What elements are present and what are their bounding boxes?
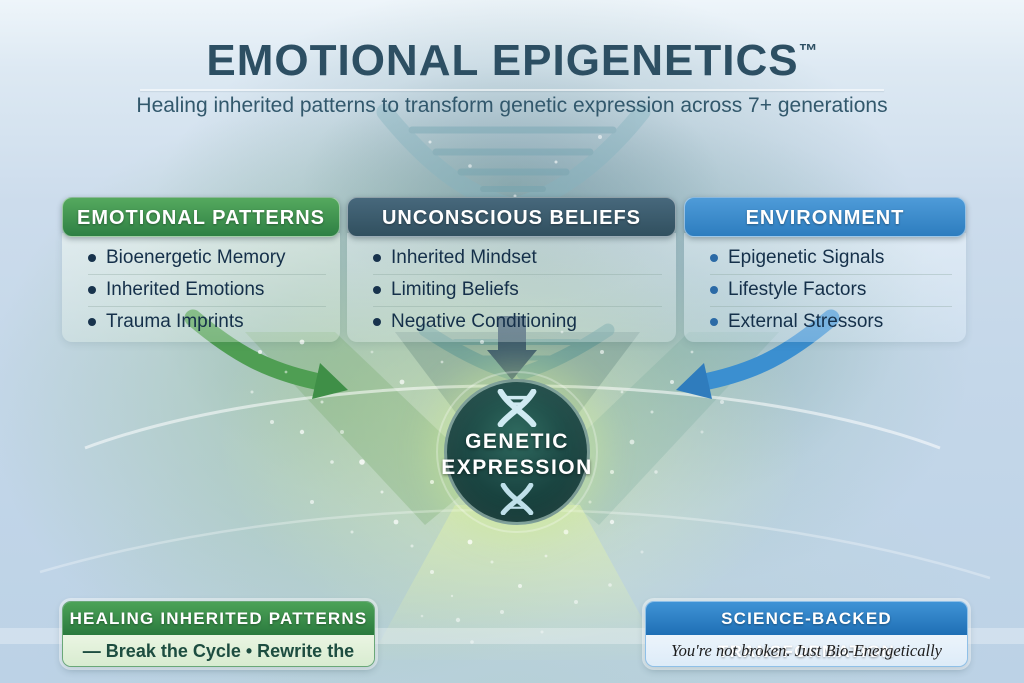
list-item: Inherited Mindset <box>373 243 662 275</box>
list-item-label: Inherited Emotions <box>106 279 265 300</box>
title-text: EMOTIONAL EPIGENETICS <box>206 36 799 85</box>
bullet-dot-icon <box>373 286 381 294</box>
list-item: Inherited Emotions <box>88 275 326 307</box>
trademark-symbol: ™ <box>798 41 818 62</box>
page-title: EMOTIONAL EPIGENETICS™ <box>0 36 1024 86</box>
panel-unconscious-beliefs: UNCONSCIOUS BELIEFS Inherited Mindset Li… <box>347 197 676 342</box>
list-item: Negative Conditioning <box>373 307 662 338</box>
list-item-label: Trauma Imprints <box>106 311 244 332</box>
list-item: Trauma Imprints <box>88 307 326 338</box>
bullet-dot-icon <box>373 318 381 326</box>
list-item: Limiting Beliefs <box>373 275 662 307</box>
panel-header: ENVIRONMENT <box>684 197 966 237</box>
dna-icon <box>500 483 534 515</box>
dna-icon <box>497 389 537 427</box>
list-item-label: Epigenetic Signals <box>728 247 885 268</box>
bullet-dot-icon <box>88 318 96 326</box>
list-item-label: External Stressors <box>728 311 884 332</box>
list-item-label: Lifestyle Factors <box>728 279 867 300</box>
bullet-dot-icon <box>373 254 381 262</box>
genetic-expression-label-line1: GENETIC <box>465 430 569 453</box>
subtitle: Healing inherited patterns to transform … <box>136 94 888 117</box>
list-item: Epigenetic Signals <box>710 243 952 275</box>
panel-list: Inherited Mindset Limiting Beliefs Negat… <box>347 233 676 342</box>
genetic-expression-node: GENETIC EXPRESSION <box>436 371 598 533</box>
title-divider <box>140 89 884 91</box>
list-item: External Stressors <box>710 307 952 338</box>
list-item: Bioenergetic Memory <box>88 243 326 275</box>
callout-body: You're not broken. Just Bio-Energeticall… <box>646 635 967 666</box>
panel-environment: ENVIRONMENT Epigenetic Signals Lifestyle… <box>684 197 966 342</box>
bullet-dot-icon <box>88 286 96 294</box>
panel-list: Bioenergetic Memory Inherited Emotions T… <box>62 233 340 342</box>
list-item-label: Negative Conditioning <box>391 311 577 332</box>
list-item: Lifestyle Factors <box>710 275 952 307</box>
bullet-dot-icon <box>710 318 718 326</box>
panel-list: Epigenetic Signals Lifestyle Factors Ext… <box>684 233 966 342</box>
callout-header: HEALING INHERITED PATTERNS <box>63 602 374 635</box>
list-item-label: Limiting Beliefs <box>391 279 519 300</box>
healing-patterns-callout: HEALING INHERITED PATTERNS — Break the C… <box>62 601 375 667</box>
list-item-label: Bioenergetic Memory <box>106 247 286 268</box>
panel-emotional-patterns: EMOTIONAL PATTERNS Bioenergetic Memory I… <box>62 197 340 342</box>
science-backed-callout: SCIENCE-BACKED TRANSFORMATION You're not… <box>645 601 968 667</box>
bullet-dot-icon <box>710 286 718 294</box>
bullet-dot-icon <box>88 254 96 262</box>
bullet-dot-icon <box>710 254 718 262</box>
panel-header: EMOTIONAL PATTERNS <box>62 197 340 237</box>
callout-header: SCIENCE-BACKED TRANSFORMATION <box>646 602 967 661</box>
panel-header: UNCONSCIOUS BELIEFS <box>347 197 676 237</box>
genetic-expression-label-line2: EXPRESSION <box>441 456 593 479</box>
callout-body: — Break the Cycle • Rewrite the Code — <box>63 635 374 666</box>
list-item-label: Inherited Mindset <box>391 247 537 268</box>
